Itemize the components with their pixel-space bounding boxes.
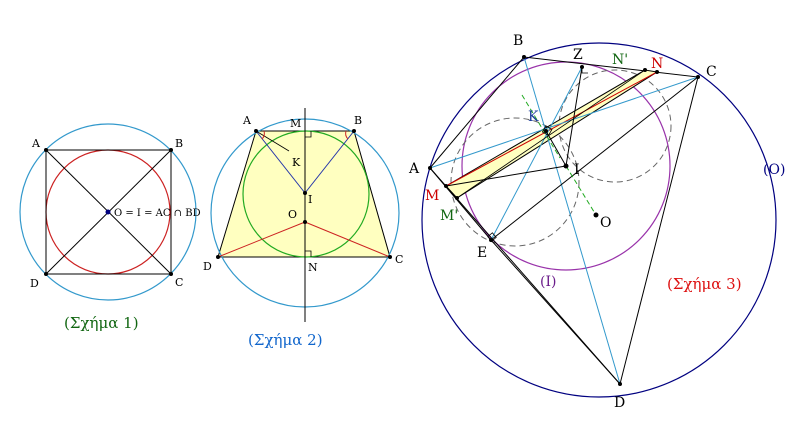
fig3-diagonal-ac bbox=[429, 76, 699, 169]
fig3-point-c bbox=[696, 75, 700, 79]
fig3-point-e bbox=[489, 238, 493, 242]
fig2-label-k: K bbox=[292, 156, 301, 169]
fig2-label-i: I bbox=[308, 193, 312, 206]
fig3-outer-circle bbox=[421, 42, 777, 398]
fig1-point-c bbox=[169, 272, 173, 276]
fig2-label-n: N bbox=[308, 261, 318, 274]
fig3-line-ec bbox=[490, 76, 699, 241]
fig2-point-d bbox=[216, 255, 220, 259]
fig3-line-ae bbox=[429, 167, 492, 241]
fig1-point-d bbox=[44, 272, 48, 276]
fig1-label-c: C bbox=[175, 276, 183, 289]
fig2-label-c: C bbox=[395, 253, 403, 266]
fig3-line-k-ext-green bbox=[521, 94, 561, 159]
fig1-center-label: O = I = AC ∩ BD bbox=[114, 208, 201, 219]
fig3-point-o bbox=[593, 212, 599, 218]
fig3-line-ed bbox=[490, 239, 621, 385]
fig2-right-angle-m bbox=[305, 131, 312, 138]
fig3-line-mprime-nprime bbox=[456, 69, 646, 199]
fig1-point-a bbox=[44, 148, 48, 152]
fig2-label-m: M bbox=[290, 117, 301, 130]
fig3-label-n: N bbox=[651, 56, 663, 72]
fig3-line-io-green bbox=[565, 165, 597, 216]
fig3-point-k bbox=[544, 129, 548, 133]
fig2-angle-mark-b bbox=[345, 130, 349, 140]
fig1-caption: (Σχήμα 1) bbox=[64, 314, 139, 332]
fig3-point-nprime bbox=[643, 68, 647, 72]
fig3-dashed-circle-left bbox=[450, 117, 580, 247]
fig3-label-outer-circle: (O) bbox=[763, 162, 785, 178]
fig2-bisector-d bbox=[217, 221, 306, 258]
fig1-label-b: B bbox=[175, 137, 183, 150]
fig3-label-i: I bbox=[574, 162, 580, 178]
fig3-point-b bbox=[522, 55, 526, 59]
fig3-label-d: D bbox=[614, 395, 625, 411]
fig3-label-nprime: N' bbox=[612, 52, 628, 68]
fig1-point-b bbox=[169, 148, 173, 152]
fig2-point-b bbox=[352, 129, 356, 133]
fig3-right-angle-k bbox=[541, 125, 553, 137]
fig3-label-incircle: (I) bbox=[540, 274, 556, 290]
fig3-label-c: C bbox=[706, 64, 717, 80]
fig3-point-d bbox=[618, 382, 622, 386]
fig3-point-a bbox=[428, 166, 432, 170]
fig2-point-a bbox=[254, 129, 258, 133]
figure-1: A B C D O = I = AC ∩ BD (Σχήμα 1) bbox=[19, 123, 201, 332]
fig2-seg-ak bbox=[255, 130, 290, 152]
fig2-bisector-b bbox=[304, 130, 355, 194]
fig2-bisector-a bbox=[255, 130, 306, 194]
fig3-point-z bbox=[580, 65, 584, 69]
fig2-point-c bbox=[388, 255, 392, 259]
fig3-caption: (Σχήμα 3) bbox=[667, 275, 742, 293]
fig3-quadrilateral bbox=[429, 56, 699, 386]
fig3-point-n bbox=[655, 70, 659, 74]
fig3-label-b: B bbox=[513, 33, 523, 49]
fig2-right-angle-n bbox=[305, 250, 312, 257]
fig2-label-a: A bbox=[242, 114, 252, 127]
fig3-label-m: M bbox=[425, 188, 439, 204]
fig1-label-a: A bbox=[31, 137, 41, 150]
fig1-circumcircle bbox=[19, 123, 197, 301]
fig2-incircle bbox=[242, 130, 370, 258]
fig1-center-point bbox=[105, 209, 111, 215]
fig2-label-d: D bbox=[203, 260, 212, 273]
fig3-label-a: A bbox=[408, 161, 420, 177]
fig2-angle-mark-a bbox=[261, 130, 265, 140]
fig2-label-o: O bbox=[288, 208, 297, 221]
fig2-bisector-c bbox=[304, 221, 391, 258]
fig2-label-b: B bbox=[354, 114, 362, 127]
fig3-point-m bbox=[444, 184, 448, 188]
fig3-label-mprime: M' bbox=[440, 208, 458, 224]
fig3-label-k: K bbox=[528, 109, 539, 125]
fig3-point-mprime bbox=[455, 196, 459, 200]
fig3-line-zi bbox=[565, 66, 583, 167]
fig3-line-ez bbox=[490, 66, 583, 241]
fig3-point-i bbox=[563, 163, 569, 169]
figure-3: A B C D E Z I O K M N M' N' (O) (I) (Σχή… bbox=[408, 33, 785, 411]
fig2-caption: (Σχήμα 2) bbox=[248, 331, 323, 349]
fig3-line-ki bbox=[545, 130, 567, 167]
fig1-label-d: D bbox=[30, 277, 39, 290]
fig3-diagonal-bd bbox=[523, 56, 621, 385]
fig2-point-o bbox=[303, 220, 307, 224]
fig3-label-z: Z bbox=[573, 47, 583, 63]
fig3-line-ai bbox=[445, 165, 567, 187]
fig3-label-e: E bbox=[477, 245, 487, 261]
fig3-label-o: O bbox=[600, 215, 611, 231]
fig2-point-i bbox=[303, 191, 307, 195]
figure-2: A B C D M N K I O (Σχήμα 2) bbox=[203, 108, 403, 349]
